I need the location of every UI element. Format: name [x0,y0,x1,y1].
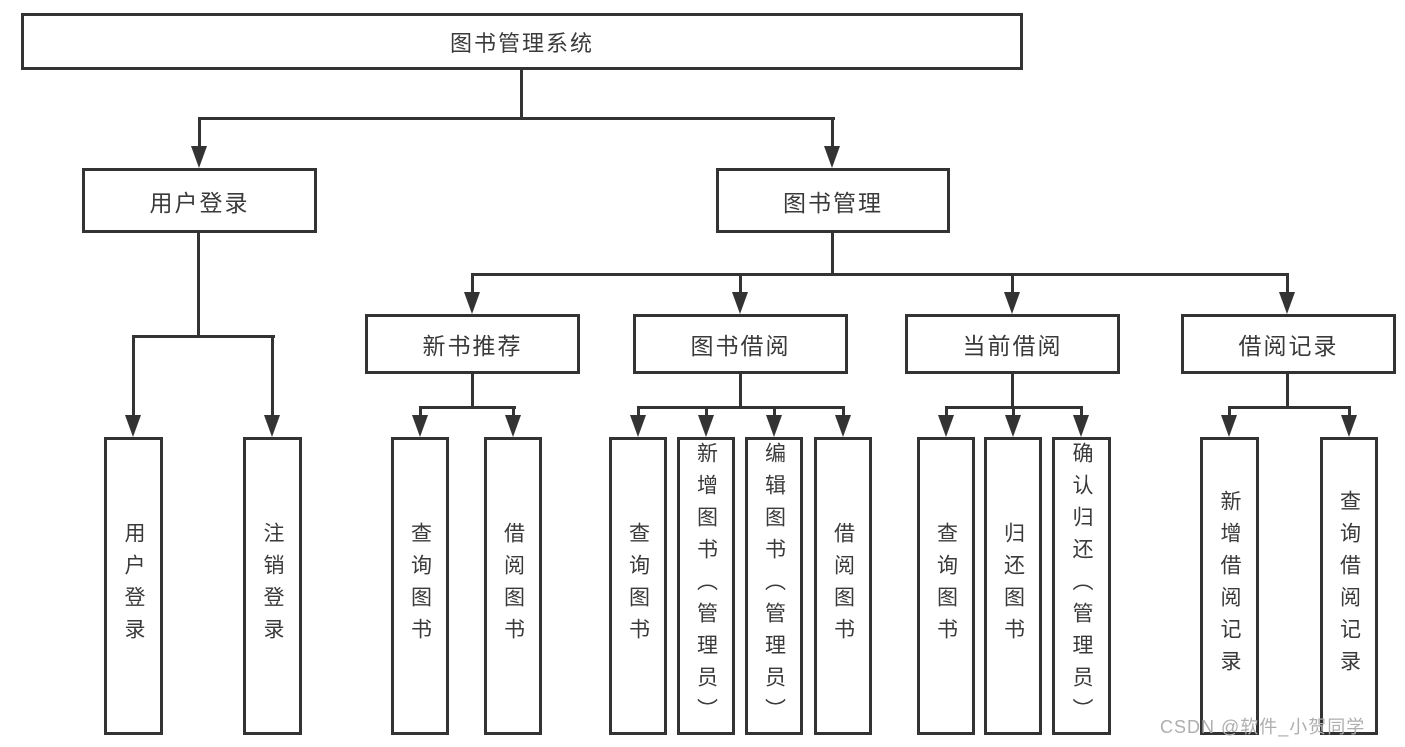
node-library-management-system: 图书管理系统 [21,13,1023,70]
connector-arrowhead [630,415,646,437]
connector-segment [520,70,523,117]
connector-segment [471,374,474,406]
node-borrow-add-books-admin: 新增图书（管理员） [677,437,735,735]
leaf-label: 新增图书（管理员） [694,442,718,730]
connector-arrowhead [505,415,521,437]
connector-segment [637,406,845,409]
connector-segment [1080,406,1083,418]
connector-segment [1011,374,1014,406]
connector-arrowhead [766,415,782,437]
connector-segment [471,273,474,295]
csdn-watermark: CSDN @软件_小贺同学 [1160,717,1366,737]
connector-segment [739,374,742,406]
connector-arrowhead [1221,415,1237,437]
node-book-borrowing: 图书借阅 [633,314,848,374]
connector-segment [1228,406,1351,409]
connector-segment [1012,406,1015,418]
connector-segment [471,273,1289,276]
connector-arrowhead [1005,415,1021,437]
leaf-label: 查询图书 [626,522,650,650]
connector-segment [831,117,834,148]
leaf-label: 确认归还（管理员） [1070,442,1093,730]
connector-segment [945,406,948,418]
node-current-return-books: 归还图书 [984,437,1042,735]
node-recommend-query-books: 查询图书 [391,437,449,735]
connector-arrowhead [835,415,851,437]
connector-arrowhead [732,292,748,314]
leaf-label: 借阅图书 [501,522,525,650]
connector-arrowhead [1004,292,1020,314]
leaf-label: 查询图书 [408,522,432,650]
connector-segment [197,233,200,335]
node-borrow-query-books: 查询图书 [609,437,667,735]
connector-segment [1011,273,1014,295]
connector-arrowhead [412,415,428,437]
node-recommend-borrow-books: 借阅图书 [484,437,542,735]
connector-arrowhead [464,292,480,314]
node-current-borrowing: 当前借阅 [905,314,1120,374]
connector-segment [773,406,776,418]
connector-arrowhead [125,415,141,437]
node-current-query-books: 查询图书 [917,437,975,735]
connector-arrowhead [938,415,954,437]
connector-segment [637,406,640,418]
leaf-label: 归还图书 [1001,522,1025,650]
connector-arrowhead [191,146,207,168]
connector-segment [739,273,742,295]
leaf-label: 查询借阅记录 [1337,490,1361,682]
connector-segment [705,406,708,418]
node-new-book-recommendation: 新书推荐 [365,314,580,374]
node-user-login-leaf: 用户登录 [104,437,163,735]
connector-segment [419,406,516,409]
connector-segment [831,233,834,273]
connector-segment [132,335,275,338]
node-current-confirm-return-admin: 确认归还（管理员） [1052,437,1111,735]
leaf-label: 查询图书 [934,522,958,650]
node-user-login: 用户登录 [82,168,317,233]
connector-segment [419,406,422,418]
leaf-label: 注销登录 [261,522,284,650]
node-book-management: 图书管理 [716,168,950,233]
node-borrowing-records: 借阅记录 [1181,314,1396,374]
connector-segment [1286,374,1289,406]
node-borrow-edit-books-admin: 编辑图书（管理员） [745,437,803,735]
node-records-query-borrow-record: 查询借阅记录 [1320,437,1378,735]
leaf-label: 用户登录 [122,522,145,650]
connector-arrowhead [264,415,280,437]
node-logout: 注销登录 [243,437,302,735]
leaf-label: 新增借阅记录 [1218,490,1241,682]
connector-segment [198,117,201,148]
connector-arrowhead [824,146,840,168]
node-records-add-borrow-record: 新增借阅记录 [1200,437,1259,735]
connector-arrowhead [1073,415,1089,437]
node-borrow-borrow-books: 借阅图书 [814,437,872,735]
connector-segment [1228,406,1231,418]
connector-arrowhead [1341,415,1357,437]
connector-arrowhead [1279,292,1295,314]
leaf-label: 编辑图书（管理员） [762,442,786,730]
connector-segment [1348,406,1351,418]
connector-segment [1286,273,1289,295]
connector-segment [271,335,274,417]
leaf-label: 借阅图书 [831,522,855,650]
connector-segment [842,406,845,418]
connector-segment [512,406,515,418]
connector-segment [198,117,835,120]
connector-arrowhead [698,415,714,437]
connector-segment [132,335,135,417]
